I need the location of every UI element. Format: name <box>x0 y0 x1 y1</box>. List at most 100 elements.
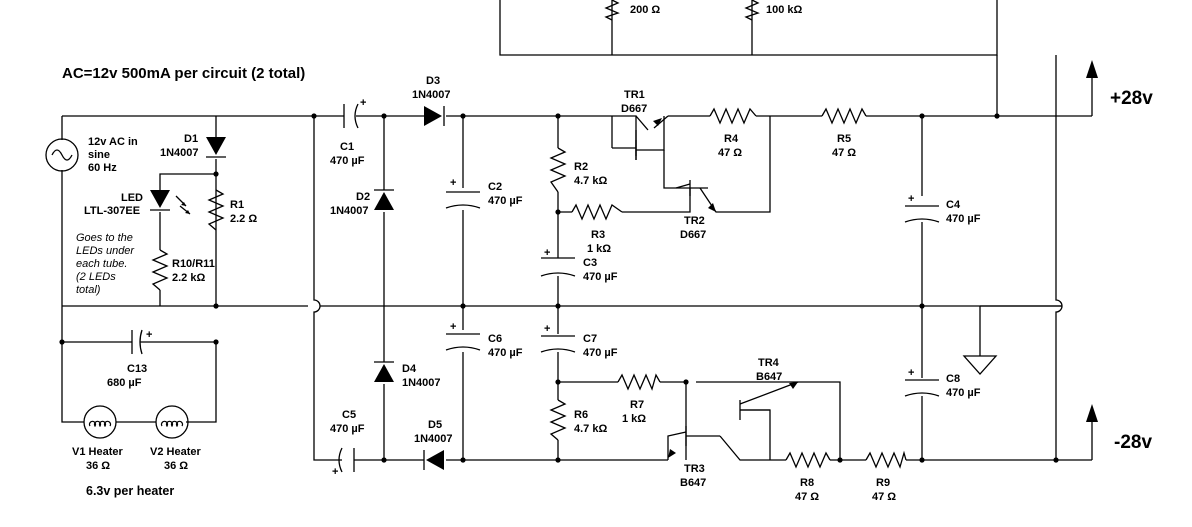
top-resistor-left-value: 200 Ω <box>630 4 660 16</box>
svg-text:+: + <box>450 177 456 189</box>
r10-value: 2.2 kΩ <box>172 272 205 284</box>
c13-value: 680 µF <box>107 377 142 389</box>
svg-text:+: + <box>908 193 914 205</box>
svg-text:+: + <box>360 97 366 109</box>
resistor-r6: R6 4.7 kΩ <box>549 399 607 441</box>
tr3-name: TR3 <box>684 463 705 475</box>
d4-name: D4 <box>402 363 417 375</box>
r7-name: R7 <box>630 399 644 411</box>
ac-source: 12v AC in sine 60 Hz <box>45 136 138 174</box>
resistor-r1: R1 2.2 Ω <box>207 189 257 231</box>
led-note: Goes to the LEDs under each tube. (2 LED… <box>76 232 135 296</box>
r10-name: R10/R11 <box>172 258 215 270</box>
d2-value: 1N4007 <box>330 205 369 217</box>
r1-name: R1 <box>230 199 244 211</box>
heater-v2: V2 Heater 36 Ω <box>150 405 201 472</box>
diode-d2: D2 1N4007 <box>330 189 394 217</box>
c5-value: 470 µF <box>330 423 365 435</box>
svg-text:+: + <box>450 321 456 333</box>
c3-name: C3 <box>583 257 597 269</box>
c8-name: C8 <box>946 373 960 385</box>
source-line-2: sine <box>88 149 110 161</box>
v2-value: 36 Ω <box>164 460 188 472</box>
capacitor-c5: + C5 470 µF <box>330 409 365 478</box>
capacitor-c1: + C1 470 µF <box>330 97 366 167</box>
diode-d5: D5 1N4007 <box>414 419 453 470</box>
transistor-tr2: TR2 D667 <box>663 150 716 241</box>
capacitor-c4: + C4 470 µF <box>904 193 981 225</box>
note-line-4: (2 LEDs <box>76 271 116 283</box>
c1-value: 470 µF <box>330 155 365 167</box>
transistor-tr1: TR1 D667 <box>611 89 665 156</box>
d1-name: D1 <box>184 133 198 145</box>
tr3-value: B647 <box>680 477 706 489</box>
capacitor-c7: + C7 470 µF <box>540 323 618 359</box>
v2-name: V2 Heater <box>150 446 201 458</box>
c6-name: C6 <box>488 333 502 345</box>
c2-value: 470 µF <box>488 195 523 207</box>
resistor-r3: R3 1 kΩ <box>571 203 623 255</box>
heater-v1: V1 Heater 36 Ω <box>72 405 123 472</box>
footer-note: 6.3v per heater <box>86 484 174 498</box>
c13-name: C13 <box>127 363 147 375</box>
diode-d4: D4 1N4007 <box>374 361 441 389</box>
tr1-name: TR1 <box>624 89 645 101</box>
r4-value: 47 Ω <box>718 147 742 159</box>
d3-name: D3 <box>426 75 440 87</box>
resistor-r2: R2 4.7 kΩ <box>549 147 607 193</box>
positive-output-label: +28v <box>1110 88 1153 109</box>
r6-value: 4.7 kΩ <box>574 423 607 435</box>
c4-value: 470 µF <box>946 213 981 225</box>
capacitor-c6: + C6 470 µF <box>445 321 523 359</box>
tr2-value: D667 <box>680 229 706 241</box>
led: LED LTL-307EE <box>84 190 191 217</box>
d3-value: 1N4007 <box>412 89 451 101</box>
svg-text:+: + <box>332 466 338 478</box>
r3-value: 1 kΩ <box>587 243 611 255</box>
svg-text:+: + <box>544 247 550 259</box>
r2-value: 4.7 kΩ <box>574 175 607 187</box>
note-line-3: each tube. <box>76 258 127 270</box>
diode-d1: D1 1N4007 <box>160 133 226 159</box>
output-negative: -28v <box>1086 404 1152 460</box>
junction-dots <box>59 113 1059 463</box>
note-line-5: total) <box>76 284 101 296</box>
source-line-3: 60 Hz <box>88 162 117 174</box>
resistor-r8: R8 47 Ω <box>785 451 831 503</box>
resistor-r7: R7 1 kΩ <box>617 373 661 425</box>
tr4-value: B647 <box>756 371 782 383</box>
top-resistor-right-value: 100 kΩ <box>766 4 803 16</box>
resistor-r9: R9 47 Ω <box>865 450 907 503</box>
transistor-tr4: TR4 B647 <box>739 357 799 420</box>
header-title: AC=12v 500mA per circuit (2 total) <box>62 65 305 82</box>
c7-name: C7 <box>583 333 597 345</box>
capacitor-c8: + C8 470 µF <box>904 367 981 399</box>
tr4-name: TR4 <box>758 357 780 369</box>
c1-name: C1 <box>340 141 354 153</box>
d4-value: 1N4007 <box>402 377 441 389</box>
top-partial-circuit: 200 Ω 100 kΩ <box>499 0 998 56</box>
v1-name: V1 Heater <box>72 446 123 458</box>
svg-text:+: + <box>146 329 152 341</box>
r9-name: R9 <box>876 477 890 489</box>
svg-text:+: + <box>908 367 914 379</box>
led-part: LTL-307EE <box>84 205 140 217</box>
c4-name: C4 <box>946 199 961 211</box>
r7-value: 1 kΩ <box>622 413 646 425</box>
c7-value: 470 µF <box>583 347 618 359</box>
r6-name: R6 <box>574 409 588 421</box>
capacitor-c3: + C3 470 µF <box>540 247 618 283</box>
capacitor-c2: + C2 470 µF <box>445 177 523 209</box>
r3-name: R3 <box>591 229 605 241</box>
c3-value: 470 µF <box>583 271 618 283</box>
r9-value: 47 Ω <box>872 491 896 503</box>
tr2-name: TR2 <box>684 215 705 227</box>
d2-name: D2 <box>356 191 370 203</box>
resistor-r5: R5 47 Ω <box>821 107 867 159</box>
led-name: LED <box>121 192 143 204</box>
ground-symbol <box>962 355 998 375</box>
d1-value: 1N4007 <box>160 147 199 159</box>
wiring <box>61 55 1092 461</box>
diode-d3: D3 1N4007 <box>412 75 451 126</box>
